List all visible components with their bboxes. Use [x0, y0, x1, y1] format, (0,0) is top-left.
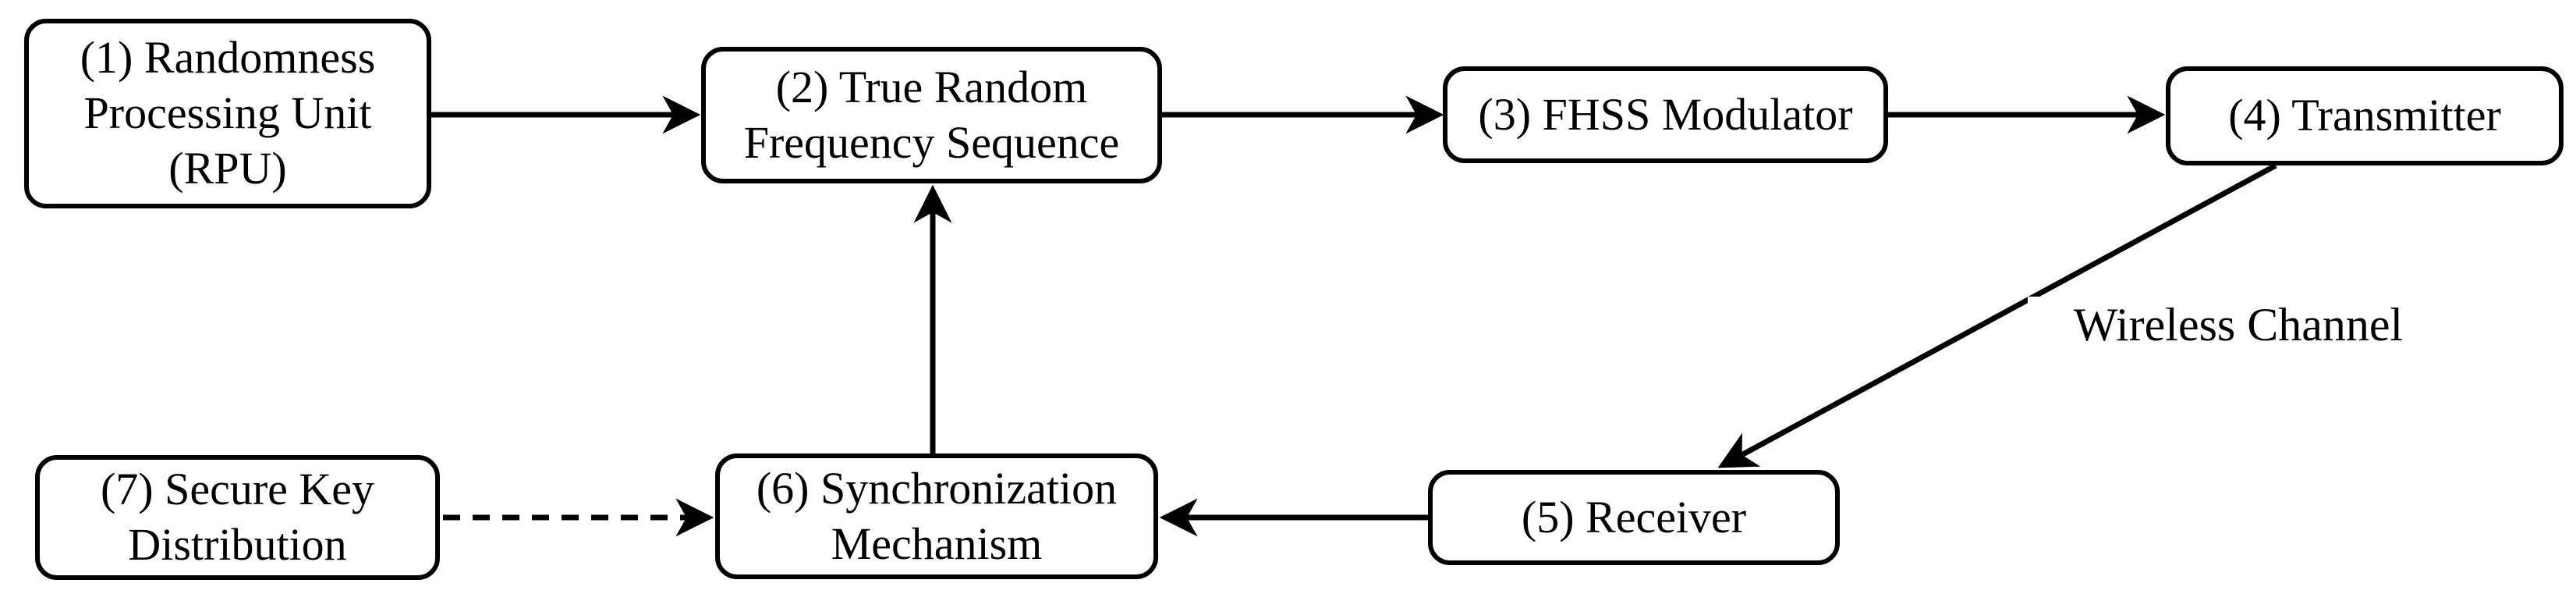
node-fhss-modulator-label: (3) FHSS Modulator — [1478, 88, 1853, 140]
node-transmitter: (4) Transmitter — [2166, 66, 2564, 165]
node-secure-key-distribution-label: (7) Secure Key Distribution — [100, 464, 375, 570]
node-synchronization-mechanism: (6) Synchronization Mechanism — [715, 454, 1158, 579]
node-true-random-frequency-sequence: (2) True Random Frequency Sequence — [701, 47, 1162, 183]
edge-transmitter-to-receiver-wireless-channel — [1717, 162, 2277, 468]
wireless-channel-label: Wireless Channel — [2028, 297, 2449, 353]
node-randomness-processing-unit: (1) Randomness Processing Unit (RPU) — [24, 19, 431, 208]
node-receiver-label: (5) Receiver — [1521, 491, 1747, 542]
node-fhss-modulator: (3) FHSS Modulator — [1443, 66, 1888, 163]
node-receiver: (5) Receiver — [1428, 470, 1840, 565]
node-transmitter-label: (4) Transmitter — [2228, 90, 2501, 141]
node-randomness-processing-unit-label: (1) Randomness Processing Unit (RPU) — [80, 32, 376, 194]
node-synchronization-mechanism-label: (6) Synchronization Mechanism — [756, 462, 1118, 569]
node-true-random-frequency-sequence-label: (2) True Random Frequency Sequence — [743, 61, 1120, 168]
node-secure-key-distribution: (7) Secure Key Distribution — [35, 455, 440, 580]
